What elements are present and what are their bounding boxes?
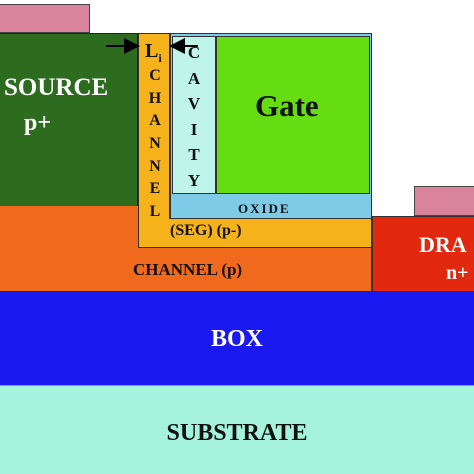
oxide-label: OXIDE	[238, 201, 291, 216]
drain-label: DRA	[419, 232, 467, 257]
cavity-letter: T	[188, 145, 200, 165]
substrate-layer	[0, 384, 474, 474]
vertical-channel-letter: N	[149, 157, 161, 175]
channel-length-label: Li	[145, 40, 162, 66]
vertical-channel-letter: A	[149, 112, 161, 130]
channel-length-main: L	[145, 40, 159, 62]
box-label: BOX	[210, 326, 263, 352]
source-doping-label: p+	[24, 110, 52, 136]
cavity-label: C A V I T Y	[183, 44, 205, 189]
vertical-channel-label: C H A N N E L	[146, 68, 164, 220]
cavity-region	[172, 36, 216, 194]
source-contact	[0, 4, 90, 33]
vertical-channel-letter: N	[149, 134, 161, 152]
cavity-letter: A	[187, 68, 201, 88]
cavity-letter: C	[187, 43, 201, 62]
seg-layer	[138, 218, 372, 248]
cavity-letter: Y	[187, 170, 201, 190]
vertical-channel-letter: L	[149, 202, 161, 220]
substrate-label: SUBSTRATE	[166, 420, 308, 446]
vertical-channel-letter: H	[148, 89, 162, 107]
drain-region	[372, 216, 474, 291]
box-layer	[0, 290, 474, 385]
cavity-letter: I	[190, 119, 198, 139]
vertical-channel-letter: C	[149, 67, 161, 84]
seg-label: (SEG) (p-)	[170, 222, 242, 239]
drain-doping-label: n+	[446, 262, 469, 284]
vertical-channel-region	[138, 33, 170, 219]
vertical-channel-letter: E	[149, 180, 161, 198]
channel-length-subscript: i	[158, 51, 162, 65]
source-region	[0, 33, 138, 206]
gate-region	[216, 36, 370, 194]
gate-label: Gate	[255, 88, 319, 123]
cavity-letter: V	[187, 94, 201, 114]
drain-contact	[414, 186, 474, 216]
channel-p-label: CHANNEL (p)	[133, 260, 243, 279]
source-label: SOURCE	[4, 74, 109, 101]
